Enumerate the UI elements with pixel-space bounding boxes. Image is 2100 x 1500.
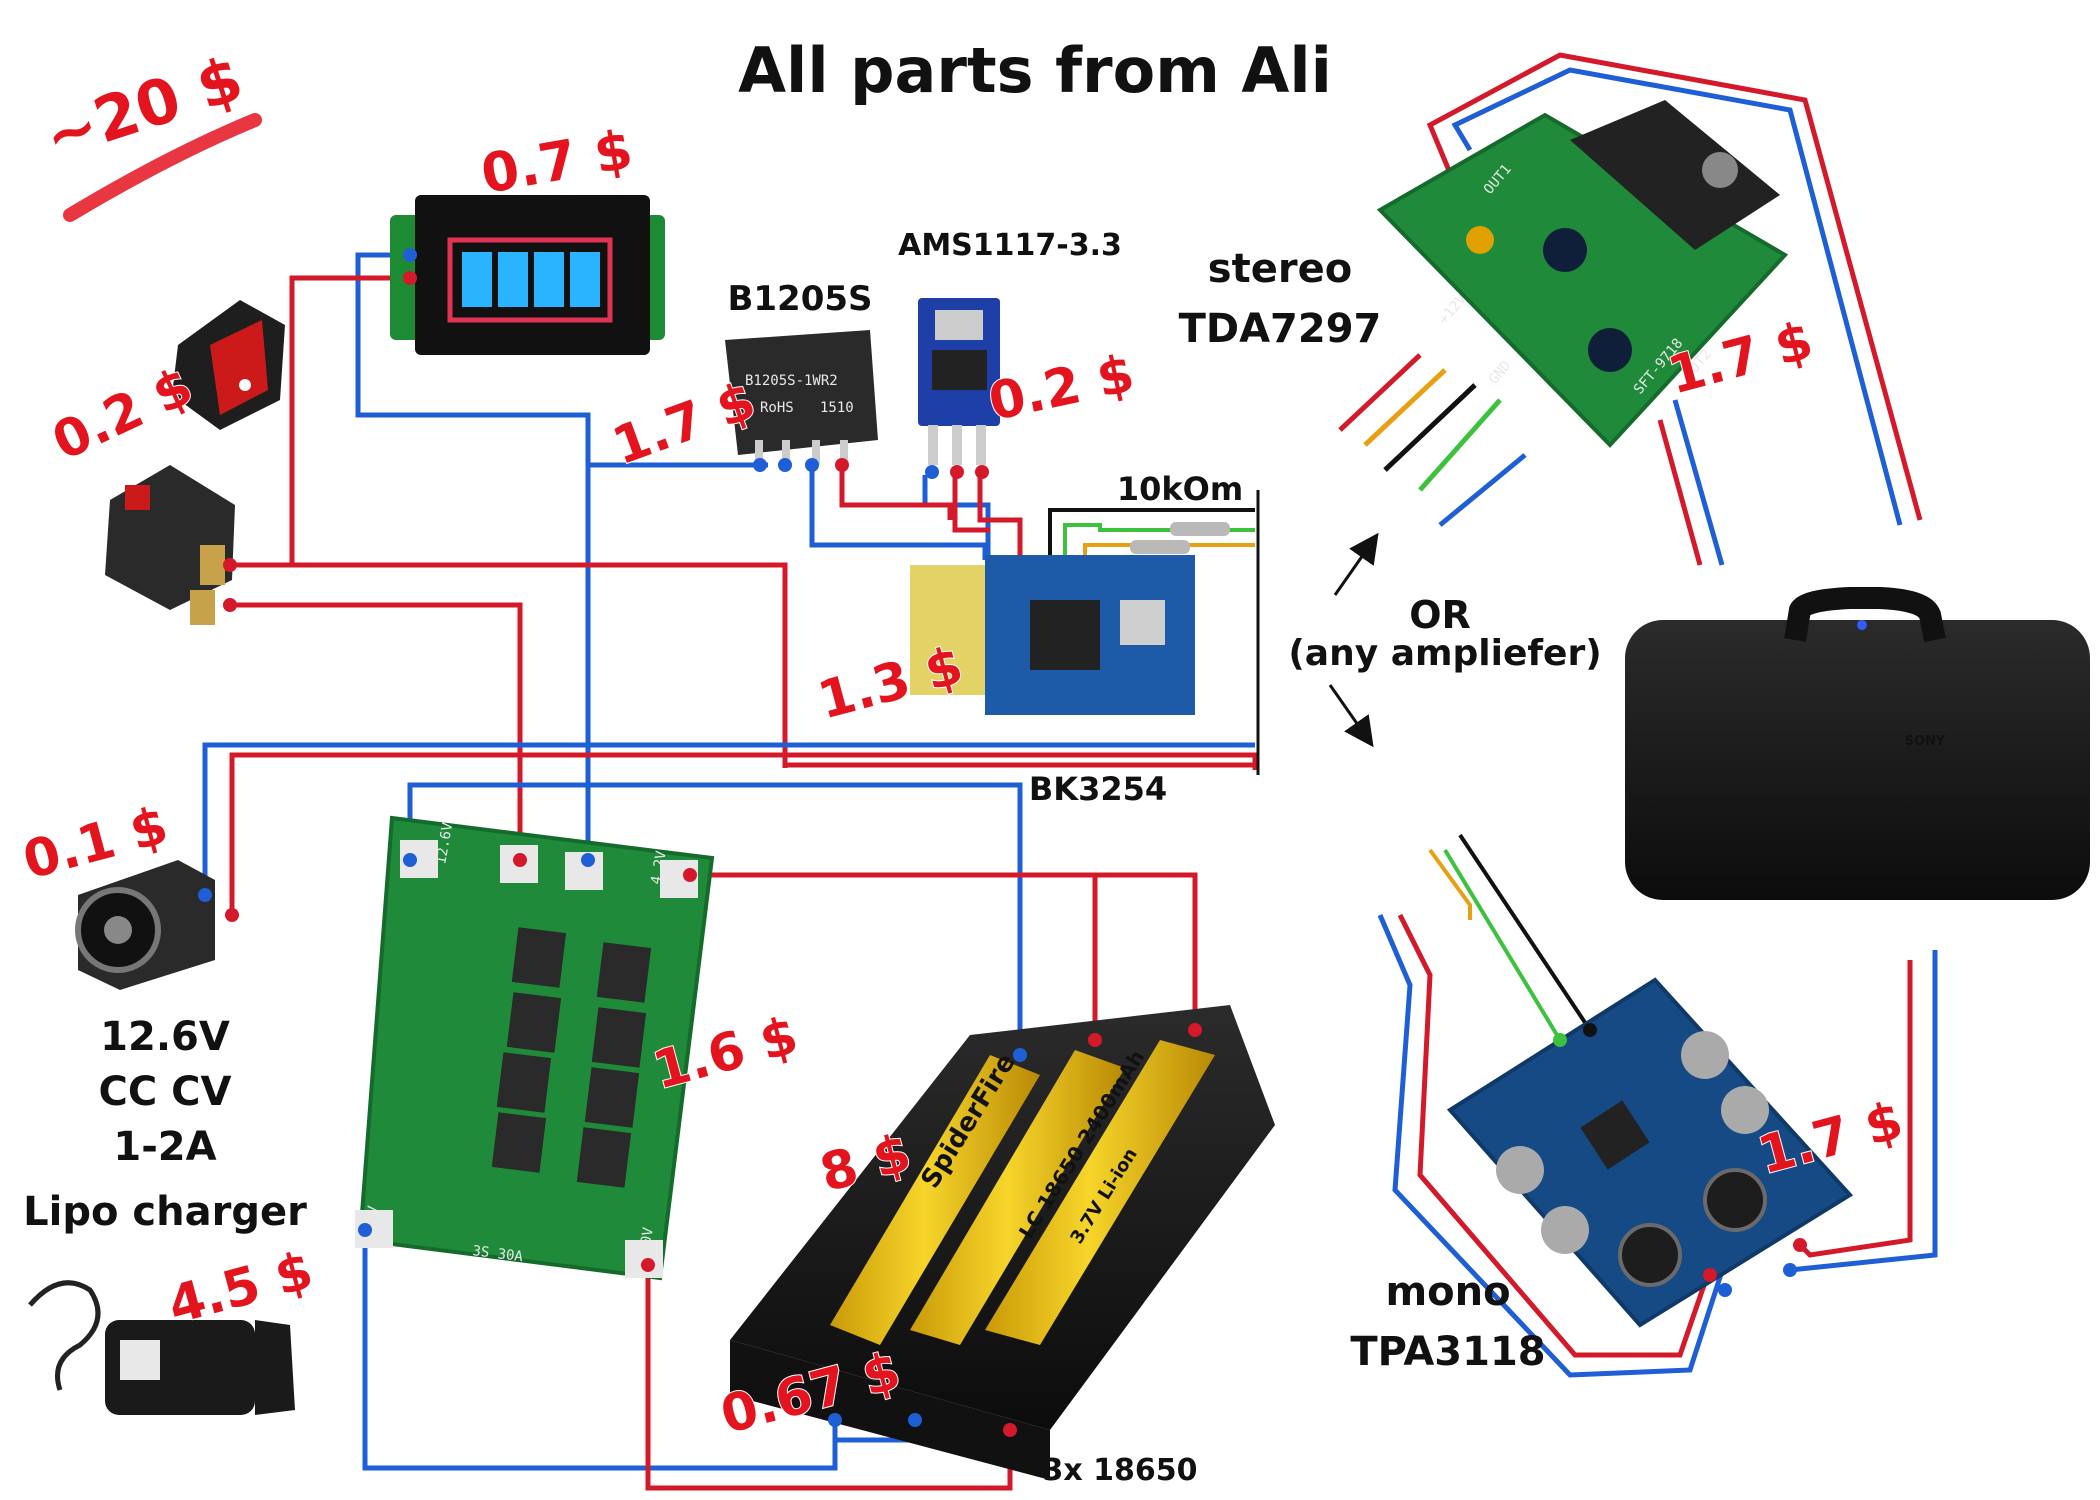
bms-pcb-text: 3S 30A xyxy=(472,1243,525,1265)
resistors xyxy=(1130,522,1230,554)
battery-cell xyxy=(985,1040,1215,1345)
tda7297-board: SFT-9718 OUT1 OUT2 GND +12V xyxy=(1376,100,1789,448)
bk3254-price: 1.3 $ xyxy=(812,636,969,732)
b1205s-label: B1205S xyxy=(727,279,872,319)
ams1117-regulator xyxy=(918,298,1000,479)
tda7297-gnd: GND xyxy=(1486,358,1515,388)
resistors-label: 10kOm xyxy=(1117,470,1243,508)
bms-pad-0v: 0V xyxy=(638,1226,657,1246)
or-note: OR (any ampliefer) xyxy=(1288,532,1602,748)
or-label: OR xyxy=(1409,593,1471,637)
battery-cell xyxy=(910,1050,1125,1345)
charger-spec-type: Lipo charger xyxy=(23,1189,307,1235)
total-price: ~20 $ xyxy=(36,41,252,173)
ams1117-price: 0.2 $ xyxy=(984,344,1140,433)
bms-board: 3S 30A 4.2V 8.4V 12.6V 0V xyxy=(355,815,715,1281)
b1205s-chip-text: B1205S-1WR2 xyxy=(745,373,838,389)
speaker-case: SONY xyxy=(1625,587,2090,900)
battery-indicator xyxy=(390,195,665,355)
charger-spec-current: 1-2A xyxy=(113,1124,216,1170)
bk3254-module xyxy=(910,555,1195,715)
charger-spec: 12.6V CC CV 1-2A Lipo charger xyxy=(23,1014,307,1235)
ams1117-label: AMS1117-3.3 xyxy=(898,228,1122,263)
switch-price: 0.2 $ xyxy=(44,356,202,472)
b1205s-price: 1.7 $ xyxy=(605,371,763,477)
tpa3118-board xyxy=(1446,977,1854,1328)
bk3254-label: BK3254 xyxy=(1029,770,1167,808)
total-price-tag: ~20 $ xyxy=(35,40,262,222)
rocker-switch-top xyxy=(172,300,285,430)
tpa3118-label-type: mono xyxy=(1385,1269,1510,1315)
charger-spec-voltage: 12.6V xyxy=(100,1014,230,1060)
battery-holder: SpiderFire LC 18650 2400mAh 3.7V Li-ion xyxy=(730,1005,1275,1480)
charger-spec-mode: CC CV xyxy=(99,1069,232,1115)
b1205s-chip-code: 1510 xyxy=(820,400,854,416)
b1205s-converter: B1205S-1WR2 RoHS 1510 xyxy=(725,330,878,472)
bms-pad-126v: 12.6V xyxy=(433,821,456,866)
battery-cell xyxy=(830,1055,1040,1345)
tpa3118-label-chip: TPA3118 xyxy=(1350,1329,1545,1375)
holder-label: 3x 18650 xyxy=(1042,1453,1197,1488)
b1205s-chip-sub: RoHS xyxy=(760,400,794,416)
charger-adapter xyxy=(28,1280,295,1415)
diagram-title: All parts from Ali xyxy=(738,34,1332,107)
rocker-switch-bottom xyxy=(105,465,237,625)
tda7297-label-type: stereo xyxy=(1208,246,1352,292)
indicator-price: 0.7 $ xyxy=(476,118,637,206)
or-sub-label: (any ampliefer) xyxy=(1288,633,1601,674)
dc-jack xyxy=(75,860,239,990)
speaker-brand: SONY xyxy=(1905,734,1946,749)
tda7297-label-chip: TDA7297 xyxy=(1179,306,1382,352)
bms-pad-42v: 4.2V xyxy=(648,849,670,886)
